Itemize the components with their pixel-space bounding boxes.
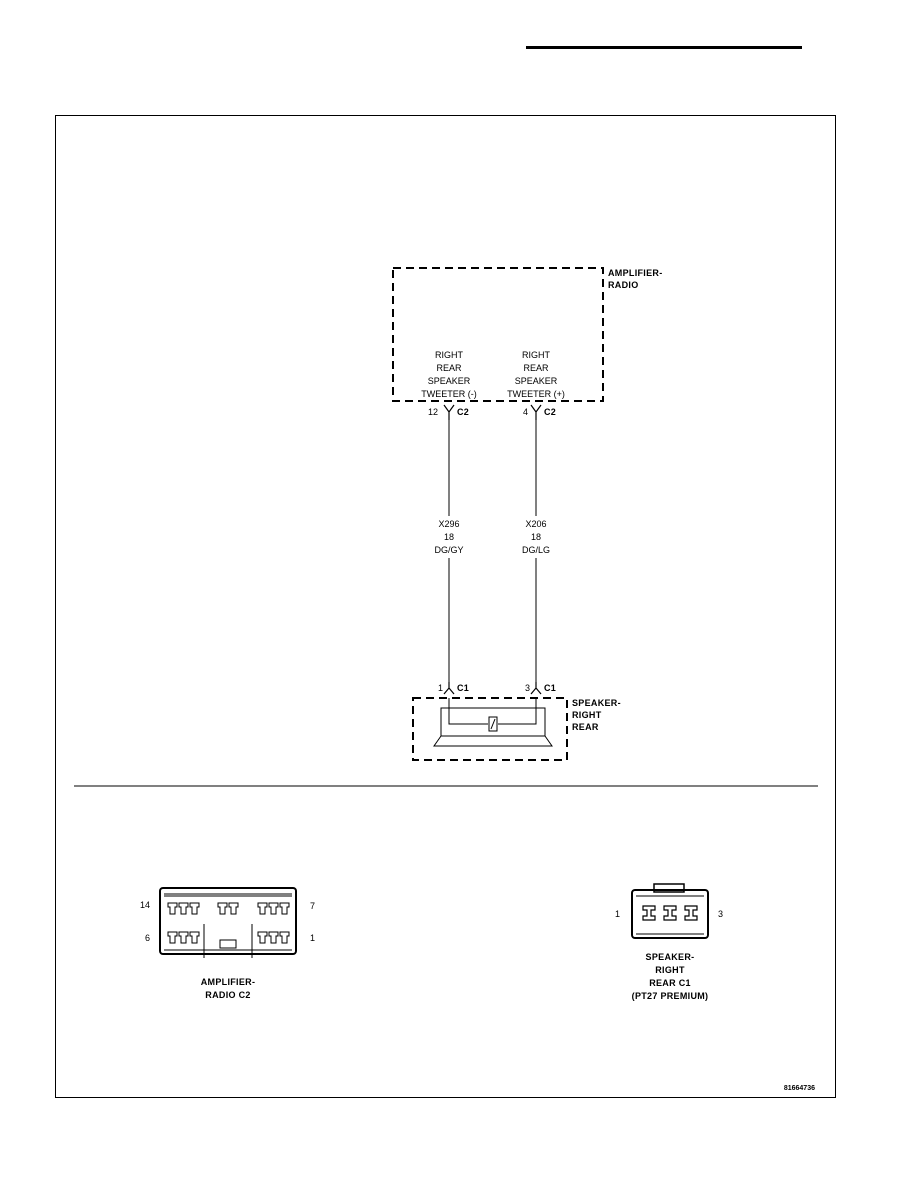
pin-function-line: SPEAKER [515, 376, 558, 386]
connector-cavity [268, 902, 279, 915]
header-rule [526, 46, 802, 49]
pin-label-1: 1 [310, 933, 315, 943]
wire-color: DG/LG [522, 545, 550, 555]
wire-x206-label: X206 18 DG/LG [522, 519, 550, 555]
terminal-symbol [530, 682, 542, 695]
connector-cavity [257, 931, 268, 944]
pin-function-line: REAR [436, 363, 462, 373]
connector-caption-line1: AMPLIFIER- [201, 977, 256, 987]
speaker-terminal-pin-1: 1 C1 [438, 682, 469, 695]
pin-label-14: 14 [140, 900, 150, 910]
amplifier-pin-12-function: RIGHT REAR SPEAKER TWEETER (-) [421, 350, 477, 399]
connector-id: C1 [544, 683, 556, 693]
connector-cavity [167, 931, 178, 944]
wire-color: DG/GY [434, 545, 463, 555]
connector-caption-line3: REAR C1 [649, 978, 691, 988]
amplifier-c2-connector-view: 14 7 6 1 AMPLIFIER- RADIO C2 [140, 887, 315, 1000]
pin-function-line: TWEETER (-) [421, 389, 477, 399]
pin-label-7: 7 [310, 901, 315, 911]
wire-circuit: X296 [438, 519, 459, 529]
pin-label-3: 3 [718, 909, 723, 919]
connector-cavity [167, 902, 178, 915]
amplifier-label-line1: AMPLIFIER- [608, 268, 663, 278]
connector-cavity [279, 902, 290, 915]
connector-cavities [167, 902, 290, 944]
pin-number: 1 [438, 683, 443, 693]
pin-function-line: TWEETER (+) [507, 389, 565, 399]
pin-label-6: 6 [145, 933, 150, 943]
amplifier-terminal-pin-12: 12 C2 [428, 404, 469, 420]
wire-x296-label: X296 18 DG/GY [434, 519, 463, 555]
pin-function-line: RIGHT [435, 350, 464, 360]
pin-number: 3 [525, 683, 530, 693]
connector-cavity [268, 931, 279, 944]
speaker-label-line3: REAR [572, 722, 599, 732]
connector-cavity [189, 902, 200, 915]
amplifier-terminal-pin-4: 4 C2 [523, 404, 556, 420]
amplifier-module-box [392, 267, 604, 402]
wire-circuit: X206 [525, 519, 546, 529]
figure-id: 81664736 [784, 1085, 815, 1092]
terminal-symbol [443, 682, 455, 695]
connector-caption-line4: (PT27 PREMIUM) [632, 991, 709, 1001]
connector-lock-tab [653, 883, 685, 893]
speaker-label-line2: RIGHT [572, 710, 602, 720]
connector-id: C2 [457, 407, 469, 417]
speaker-module-box [412, 697, 568, 761]
connector-cavity [189, 931, 200, 944]
speaker-icon [433, 698, 553, 747]
diagram-frame [55, 115, 836, 1098]
speaker-c1-connector-view: 1 3 SPEAKER- RIGHT REAR C1 (PT27 PREMIUM… [615, 883, 723, 1001]
pin-function-line: RIGHT [522, 350, 551, 360]
amplifier-pin-4-function: RIGHT REAR SPEAKER TWEETER (+) [507, 350, 565, 399]
connector-latch [219, 939, 237, 949]
amplifier-label-line2: RADIO [608, 280, 639, 290]
connector-cavity [279, 931, 290, 944]
amplifier-radio-module: AMPLIFIER- RADIO [392, 267, 663, 402]
speaker-terminal-pin-3: 3 C1 [525, 682, 556, 695]
wire-gauge: 18 [444, 532, 454, 542]
connector-id: C1 [457, 683, 469, 693]
pin-function-line: SPEAKER [428, 376, 471, 386]
wire-gauge: 18 [531, 532, 541, 542]
pin-label-1: 1 [615, 909, 620, 919]
connector-cavity [257, 902, 268, 915]
connector-cavity [217, 902, 228, 915]
connector-id: C2 [544, 407, 556, 417]
pin-function-line: REAR [523, 363, 549, 373]
connector-cavity [178, 902, 189, 915]
pin-number: 12 [428, 407, 438, 417]
pin-number: 4 [523, 407, 528, 417]
connector-cavity [178, 931, 189, 944]
terminal-symbol [530, 404, 542, 420]
connector-cavity [228, 902, 239, 915]
connector-housing [159, 887, 297, 955]
speaker-right-rear-module: SPEAKER- RIGHT REAR [412, 697, 621, 761]
connector-housing [631, 889, 709, 939]
speaker-label-line1: SPEAKER- [572, 698, 621, 708]
connector-caption-line2: RIGHT [655, 965, 685, 975]
connector-caption-line2: RADIO C2 [205, 990, 250, 1000]
connector-caption-line1: SPEAKER- [646, 952, 695, 962]
terminal-symbol [443, 404, 455, 420]
connector-cavities [642, 905, 698, 921]
